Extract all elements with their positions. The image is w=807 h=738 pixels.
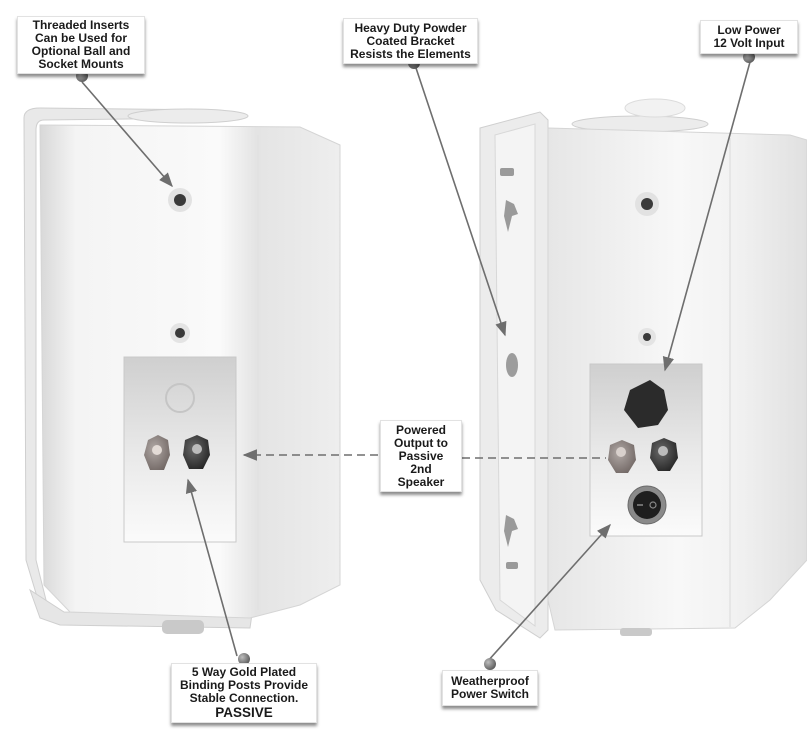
callout-bracket: Heavy Duty Powder Coated Bracket Resists… [343, 18, 478, 64]
callout-text-line: Passive [398, 448, 444, 463]
threaded-insert-top [174, 194, 186, 206]
threaded-insert-top-right [641, 198, 653, 210]
callout-text-line: Weatherproof [451, 674, 529, 688]
callout-text-line: Resists the Elements [350, 46, 471, 61]
left-speaker [23, 107, 341, 634]
callout-text-line: Socket Mounts [38, 57, 124, 71]
callout-low-power: Low Power 12 Volt Input [700, 20, 798, 54]
callout-binding-posts: 5 Way Gold Plated Binding Posts Provide … [171, 663, 317, 723]
callout-text-line: Low Power [717, 23, 781, 37]
callout-text-line: Stable Connection. [189, 690, 299, 705]
12v-input-jack [624, 380, 668, 428]
pin-balls [76, 51, 755, 670]
callout-text-line: 5 Way Gold Plated [191, 664, 297, 679]
callout-text-line: Speaker [397, 474, 445, 489]
callout-text-line: Power Switch [450, 687, 530, 701]
callout-powered-output: Powered Output to Passive 2nd Speaker [380, 420, 462, 492]
callout-text-line: Powered [395, 422, 446, 437]
callout-emphasis-passive: PASSIVE [215, 704, 273, 720]
callout-power-switch: Weatherproof Power Switch [442, 670, 538, 706]
callout-text-line: Coated Bracket [366, 33, 455, 48]
callout-text-line: Heavy Duty Powder [354, 20, 467, 35]
callout-text-line: Can be Used for [34, 31, 127, 45]
callout-text-line: 12 Volt Input [713, 36, 785, 50]
callout-threaded-inserts: Threaded Inserts Can be Used for Optiona… [17, 16, 145, 74]
callout-text-line: Optional Ball and [31, 44, 131, 58]
right-speaker [479, 98, 807, 639]
callout-text-line: Binding Posts Provide [179, 677, 308, 692]
callout-text-line: Threaded Inserts [32, 18, 130, 32]
callout-text-line: Output to [394, 435, 448, 450]
callout-text-line: 2nd [410, 461, 432, 476]
leader-lines [81, 61, 751, 663]
